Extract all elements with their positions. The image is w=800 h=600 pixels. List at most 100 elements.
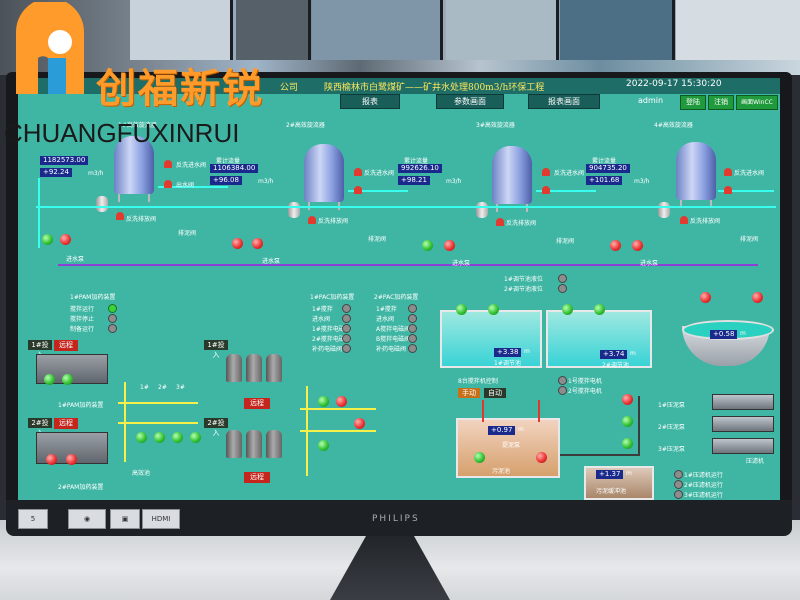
sludge-pump-2[interactable]: [536, 452, 547, 463]
logout-button[interactable]: 注销: [708, 95, 734, 110]
pac-dose-pump-1[interactable]: [318, 396, 329, 407]
mixer-motor-2-indicator: [558, 386, 567, 395]
press-pump-1[interactable]: [622, 394, 633, 405]
pac-dose-pump-3[interactable]: [354, 418, 365, 429]
pam-2-pump-b[interactable]: [66, 454, 77, 465]
valve-drain-3[interactable]: [496, 218, 504, 226]
pool-2-mixer-2[interactable]: [594, 304, 605, 315]
pool-1-mixer-1[interactable]: [456, 304, 467, 315]
label-backwash-in-4: 反洗进水阀: [734, 170, 765, 177]
sludge-pump-1[interactable]: [474, 452, 485, 463]
press-pump-3[interactable]: [622, 438, 633, 449]
pac-1-remote[interactable]: 远程: [244, 398, 270, 409]
pam-2-pump-a[interactable]: [46, 454, 57, 465]
mixer-motor-1-label: 1号搅拌电机: [568, 378, 602, 385]
pool-2-level: +3.74: [600, 350, 628, 359]
pam-1-remote[interactable]: 远程: [54, 340, 78, 351]
pool-1-mixer-2[interactable]: [488, 304, 499, 315]
pam-manifold-riser: [124, 382, 126, 462]
pac2-item-5: 补药电磁阀: [376, 346, 407, 353]
label-sludge-1: 排泥阀: [178, 230, 197, 237]
pump-3[interactable]: [232, 238, 243, 249]
pam-status-dot-1: [108, 304, 117, 313]
pam-1-feed[interactable]: 1#投入: [28, 340, 52, 359]
mixer-auto-button[interactable]: 自动: [484, 388, 506, 398]
press-pump-2[interactable]: [622, 416, 633, 427]
pac-dot-1: [342, 304, 351, 313]
pac-item-2: 进水阀: [312, 316, 331, 323]
pump-label-1: 进水泵: [66, 256, 85, 263]
pam-dose-pump-3[interactable]: [172, 432, 183, 443]
pump-1[interactable]: [42, 234, 53, 245]
pump-8[interactable]: [632, 240, 643, 251]
company-prefix: 公司: [280, 83, 299, 93]
pam-2-remote[interactable]: 远程: [54, 418, 78, 429]
nav-button-params[interactable]: 参数画面: [436, 94, 504, 109]
wincc-button[interactable]: 画面WinCC: [736, 95, 778, 110]
camera-feed-5: [560, 0, 675, 60]
pump-4[interactable]: [252, 238, 263, 249]
pam-dose-pump-4[interactable]: [190, 432, 201, 443]
pam-2-feed[interactable]: 2#投入: [28, 418, 52, 437]
valve-outlet-3[interactable]: [542, 186, 550, 194]
pipe-outlet-1: [158, 186, 228, 188]
pam-dose-pump-2[interactable]: [154, 432, 165, 443]
pac-manifold-riser: [306, 386, 308, 476]
datetime-display: 2022-09-17 15:30:20: [626, 79, 722, 89]
filter-press-2: [712, 416, 774, 432]
pool-1-unit: m: [524, 348, 530, 355]
press-pump-label-2: 2#压泥泵: [658, 424, 685, 431]
press-status-dot-1: [674, 470, 683, 479]
valve-drain-4[interactable]: [680, 216, 688, 224]
pam-1-pump-a[interactable]: [44, 374, 55, 385]
pump-2[interactable]: [60, 234, 71, 245]
valve-outlet-1[interactable]: [164, 180, 172, 188]
pac2-item-3: A搅拌电磁阀: [376, 326, 411, 333]
level-label-1: 1#调节池液位: [504, 276, 543, 283]
pam-dose-pump-1[interactable]: [136, 432, 147, 443]
pump-7[interactable]: [610, 240, 621, 251]
valve-outlet-2[interactable]: [354, 186, 362, 194]
project-title: 陕西榆林市白鹭煤矿——矿井水处理800m3/h环保工程: [324, 83, 545, 93]
pump-6[interactable]: [444, 240, 455, 251]
regulating-pool-2: [546, 310, 652, 368]
pac2-item-2: 进水阀: [376, 316, 395, 323]
valve-backwash-in-2[interactable]: [354, 168, 362, 176]
pam-1-pump-b[interactable]: [62, 374, 73, 385]
pac-2-remote[interactable]: 远程: [244, 472, 270, 483]
clarifier-pump-2[interactable]: [752, 292, 763, 303]
pool-2-mixer-1[interactable]: [562, 304, 573, 315]
pump-5[interactable]: [422, 240, 433, 251]
clarifier-unit: m: [740, 330, 746, 337]
pam-branch-2: 2#: [158, 384, 167, 391]
valve-drain-1[interactable]: [116, 212, 124, 220]
pac-2-feed[interactable]: 2#投入: [204, 418, 228, 437]
nav-button-report-screen[interactable]: 报表画面: [528, 94, 600, 109]
valve-outlet-4[interactable]: [724, 186, 732, 194]
valve-drain-2[interactable]: [308, 216, 316, 224]
label-drain-2: 反洗排放阀: [318, 218, 349, 225]
clarifier-level: +0.58: [710, 330, 738, 339]
clarifier-pump-1[interactable]: [700, 292, 711, 303]
pac2-dot-1: [408, 304, 417, 313]
camera-feed-4: [446, 0, 559, 60]
pipe-outlet-4: [718, 190, 774, 192]
flow-unit-1: m3/h: [88, 170, 104, 177]
pac-1-feed[interactable]: 1#投入: [204, 340, 228, 359]
login-button[interactable]: 登陆: [680, 95, 706, 110]
nav-button-report[interactable]: 报表: [340, 94, 400, 109]
pac-dose-pump-2[interactable]: [336, 396, 347, 407]
pac-dot-5: [342, 344, 351, 353]
flow-unit-2: m3/h: [258, 178, 274, 185]
mixer-manual-button[interactable]: 手动: [458, 388, 480, 398]
valve-backwash-in-3[interactable]: [542, 168, 550, 176]
brand-logo-icon: [16, 2, 84, 94]
valve-backwash-in-4[interactable]: [724, 168, 732, 176]
pac-dose-pump-4[interactable]: [318, 440, 329, 451]
pac-1-title: 1#PAC加药装置: [310, 294, 355, 301]
pac-1-tank-c: [266, 354, 282, 382]
label-sludge-4: 排泥阀: [740, 236, 759, 243]
label-drain-1: 反洗排放阀: [126, 216, 157, 223]
valve-backwash-in-1[interactable]: [164, 160, 172, 168]
filter-press-3: [712, 438, 774, 454]
